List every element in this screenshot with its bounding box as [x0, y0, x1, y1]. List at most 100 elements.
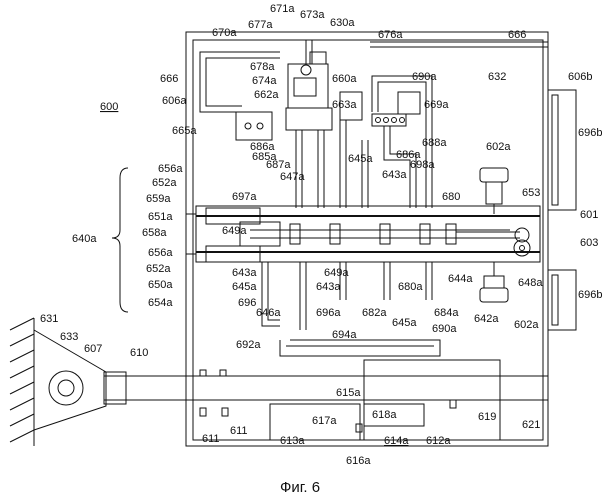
label-645a-top: 645a — [348, 153, 373, 165]
label-654a: 654a — [148, 297, 173, 309]
label-618a: 618a — [372, 409, 397, 421]
port-4 — [400, 118, 405, 123]
valve-665a-port-b — [257, 123, 263, 129]
label-669a: 669a — [424, 99, 449, 111]
valve-ball-678a — [301, 65, 311, 75]
lower-pipes — [262, 262, 440, 356]
label-630a: 630a — [330, 17, 355, 29]
label-665a: 665a — [172, 125, 197, 137]
valve-665a-port-a — [245, 123, 251, 129]
label-696b-bot: 696b — [578, 289, 602, 301]
label-645a-mid: 645a — [232, 281, 257, 293]
label-662a: 662a — [254, 89, 279, 101]
lever-stud-2 — [220, 370, 226, 376]
valve-chamber-676a — [294, 78, 316, 96]
valve-602a-top-body — [486, 182, 502, 204]
block-669a — [398, 92, 420, 114]
line-690a-top-b — [378, 82, 426, 140]
label-663a: 663a — [332, 99, 357, 111]
label-676a: 676a — [378, 29, 403, 41]
label-673a: 673a — [300, 9, 325, 21]
label-649a-mid: 649a — [324, 267, 349, 279]
label-615a: 615a — [336, 387, 361, 399]
label-647a: 647a — [280, 171, 305, 183]
label-658a: 658a — [142, 227, 167, 239]
end-cap-left — [186, 214, 196, 254]
port-3 — [392, 118, 397, 123]
label-698a: 698a — [410, 159, 435, 171]
label-644a: 644a — [448, 273, 473, 285]
label-677a: 677a — [248, 19, 273, 31]
label-640a: 640a — [72, 233, 97, 245]
spool-land-2 — [330, 224, 340, 244]
lever-stud-4 — [222, 408, 228, 416]
housing-inner-border — [193, 40, 543, 440]
reference-labels: 671a 673a 630a 676a 666 670a 677a 678a 6… — [40, 3, 602, 496]
label-603: 603 — [580, 237, 598, 249]
label-648a: 648a — [518, 277, 543, 289]
label-680-top: 680 — [442, 191, 460, 203]
label-616a: 616a — [346, 455, 371, 467]
valve-665a — [236, 112, 272, 140]
label-671a: 671a — [270, 3, 295, 15]
label-643a-top: 643a — [382, 169, 407, 181]
pin-616a — [356, 424, 362, 432]
figure-caption: Фиг. 6 — [280, 479, 320, 496]
lever-stud-1 — [200, 370, 206, 376]
valve-602a-bottom — [480, 262, 508, 302]
label-660a: 660a — [332, 73, 357, 85]
label-612a: 612a — [426, 435, 451, 447]
label-656a-bot: 656a — [148, 247, 173, 259]
label-651a: 651a — [148, 211, 173, 223]
pin-619 — [450, 400, 456, 408]
label-674a: 674a — [252, 75, 277, 87]
spool-land-3 — [380, 224, 390, 244]
wall-631-hatch — [10, 318, 34, 442]
lever-arm-610 — [104, 376, 548, 400]
pivot-607-inner — [58, 380, 74, 396]
label-606a: 606a — [162, 95, 187, 107]
label-643a-low: 643a — [316, 281, 341, 293]
label-697a: 697a — [232, 191, 257, 203]
valve-602a-bot-body — [484, 276, 504, 288]
loop-692a — [280, 340, 440, 356]
spool-housing — [196, 206, 540, 262]
label-696: 696 — [238, 297, 256, 309]
label-621: 621 — [522, 419, 540, 431]
bracket-640a — [112, 168, 128, 312]
label-684a: 684a — [434, 307, 459, 319]
valve-602a-bot-cap — [480, 288, 508, 302]
port-1 — [376, 118, 381, 123]
top-valve-assembly — [286, 40, 332, 130]
spring-pack-lower — [206, 246, 260, 262]
label-645a-low: 645a — [392, 317, 417, 329]
chamber-696b-bottom-inner — [552, 275, 558, 325]
lever-link — [104, 372, 126, 404]
label-606b: 606b — [568, 71, 592, 83]
label-696b-top: 696b — [578, 127, 602, 139]
label-680a: 680a — [398, 281, 423, 293]
label-670a: 670a — [212, 27, 237, 39]
lever-610 — [10, 318, 548, 446]
label-610: 610 — [130, 347, 148, 359]
label-611-a: 611 — [202, 433, 220, 445]
label-646a: 646a — [256, 307, 281, 319]
chamber-696b-top — [552, 95, 558, 205]
label-631: 631 — [40, 313, 58, 325]
pivot-607-outer — [49, 371, 83, 405]
label-611-b: 611 — [230, 425, 248, 437]
chamber-606b — [548, 90, 576, 330]
label-601: 601 — [580, 209, 598, 221]
lever-stud-3 — [200, 408, 206, 416]
valve-body-662a — [286, 108, 332, 130]
valve-602a-top-cap — [480, 168, 508, 182]
label-652a-top: 652a — [152, 177, 177, 189]
label-643a-mid: 643a — [232, 267, 257, 279]
spool-land-5 — [446, 224, 456, 244]
label-659a: 659a — [146, 193, 171, 205]
label-696a: 696a — [316, 307, 341, 319]
label-652a-bot: 652a — [146, 263, 171, 275]
label-692a: 692a — [236, 339, 261, 351]
label-633: 633 — [60, 331, 78, 343]
